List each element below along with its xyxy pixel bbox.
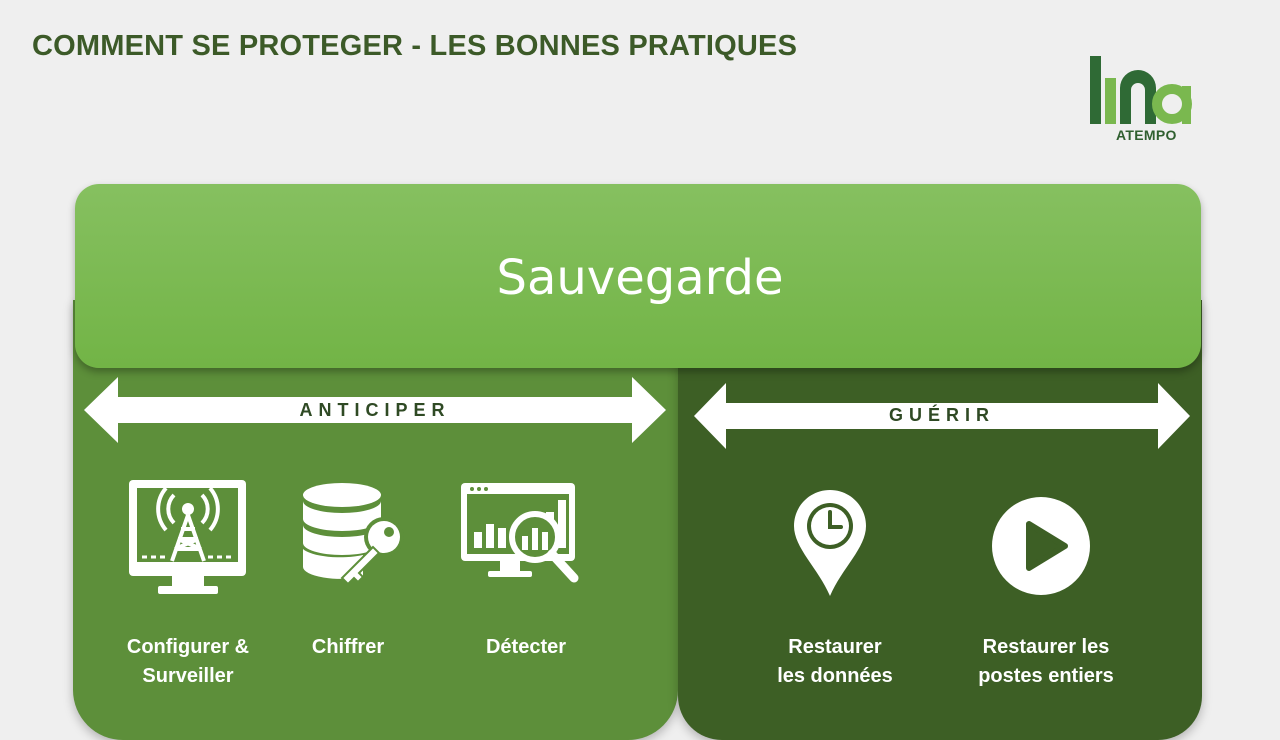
caption-restaurer-donnees: Restaurer les données	[777, 636, 893, 687]
anticiper-label: ANTICIPER	[299, 400, 451, 420]
guerir-label: GUÉRIR	[888, 405, 995, 425]
caption-restaurer-postes: Restaurer les postes entiers	[978, 636, 1114, 687]
clock-pin-icon	[794, 490, 866, 596]
lina-logo	[1090, 56, 1192, 124]
caption-detecter: Détecter	[485, 636, 567, 658]
anticiper-arrow	[84, 377, 666, 443]
logo-brand-text: ATEMPO	[1116, 127, 1177, 143]
caption-chiffrer: Chiffrer	[311, 636, 385, 658]
guerir-arrow	[694, 383, 1190, 449]
slide-title: COMMENT SE PROTEGER - LES BONNES PRATIQU…	[32, 30, 798, 62]
chart-magnifier-icon	[461, 483, 579, 583]
caption-configurer-surveiller: Configurer & Surveiller	[126, 636, 250, 687]
monitor-antenna-icon	[129, 480, 246, 594]
play-circle-icon	[992, 497, 1090, 595]
sauvegarde-banner	[75, 184, 1201, 368]
banner-label: Sauvegarde	[496, 250, 784, 306]
guerir-panel	[678, 300, 1202, 740]
database-key-icon	[303, 483, 404, 586]
